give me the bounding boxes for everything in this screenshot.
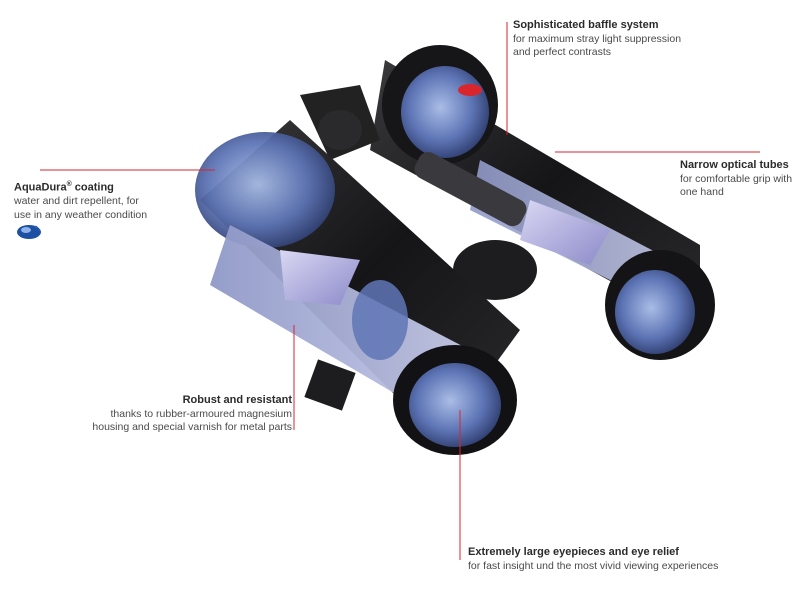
focus-bridge [300, 85, 537, 411]
callout-tubes-description: for comfortable grip with one hand [680, 172, 793, 199]
callout-eyepiece-title: Extremely large eyepieces and eye relief [468, 546, 679, 558]
callout-baffle-description: for maximum stray light suppression and … [513, 32, 682, 59]
aquadura-title-text: AquaDura [14, 181, 67, 194]
left-objective-lens [195, 132, 335, 248]
left-prism [280, 250, 360, 305]
red-dot-logo-icon [458, 84, 482, 96]
callout-tubes: Narrow optical tubes for comfortable gri… [680, 159, 798, 200]
left-barrel [195, 120, 520, 455]
registered-mark: ® [66, 181, 72, 188]
callout-tubes-title: Narrow optical tubes [680, 159, 789, 171]
leader-lines [40, 22, 760, 560]
aquadura-title-suffix: coating [71, 181, 114, 194]
right-prism [520, 200, 610, 265]
diopter-knob [318, 110, 362, 150]
left-relay-lens [352, 280, 408, 360]
callout-baffle: Sophisticated baffle system for maximum … [513, 19, 763, 60]
callout-baffle-title: Sophisticated baffle system [513, 19, 659, 31]
focus-shaft [414, 152, 527, 227]
aquadura-logo-icon [17, 225, 41, 239]
callout-eyepiece: Extremely large eyepieces and eye relief… [468, 546, 788, 573]
callout-aquadura-title: AquaDura® coating [14, 178, 184, 195]
right-barrel [370, 45, 715, 360]
callout-aquadura-description: water and dirt repellent, for use in any… [14, 195, 148, 221]
right-objective-lens [401, 66, 489, 158]
lower-hinge [304, 359, 356, 411]
focus-wheel [453, 240, 537, 300]
callout-eyepiece-description: for fast insight und the most vivid view… [468, 559, 719, 572]
callout-robust-description: thanks to rubber-armoured magnesium hous… [92, 407, 292, 434]
callout-robust: Robust and resistant thanks to rubber-ar… [80, 394, 292, 435]
callout-aquadura: AquaDura® coating water and dirt repelle… [14, 178, 184, 222]
left-eyepiece-lens [409, 363, 501, 447]
callout-robust-title: Robust and resistant [182, 394, 292, 406]
right-eyepiece-lens [615, 270, 695, 354]
